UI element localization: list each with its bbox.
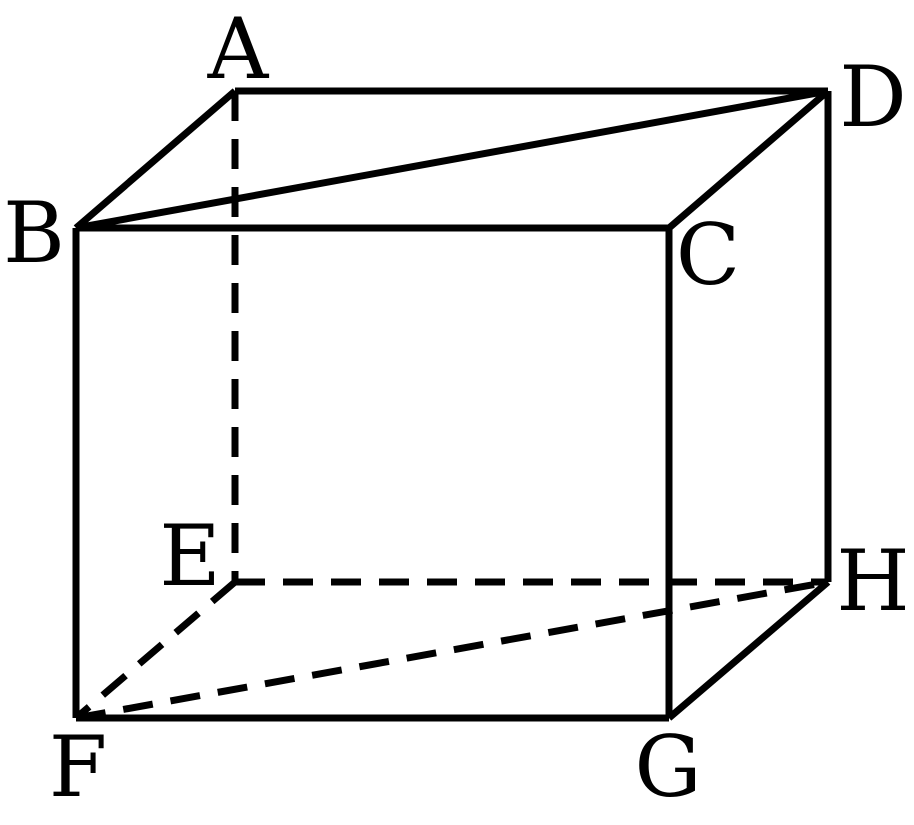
labels-layer: A B C D E F G H [3, 0, 910, 816]
edges-layer [72, 87, 832, 722]
vertex-label-a: A [207, 0, 270, 98]
edge-bd [75, 87, 829, 232]
edge-gh [666, 579, 831, 721]
edge-fh-dashed [75, 578, 829, 722]
vertex-label-c: C [676, 206, 740, 304]
vertex-label-d: D [839, 48, 906, 146]
edge-ef-dashed [73, 579, 238, 721]
vertex-label-e: E [159, 507, 220, 605]
vertex-label-g: G [634, 718, 701, 816]
vertex-label-h: H [836, 532, 909, 630]
vertex-label-f: F [49, 718, 107, 816]
edge-ab [73, 88, 238, 231]
vertex-label-b: B [3, 184, 65, 282]
edge-cd [666, 88, 831, 231]
